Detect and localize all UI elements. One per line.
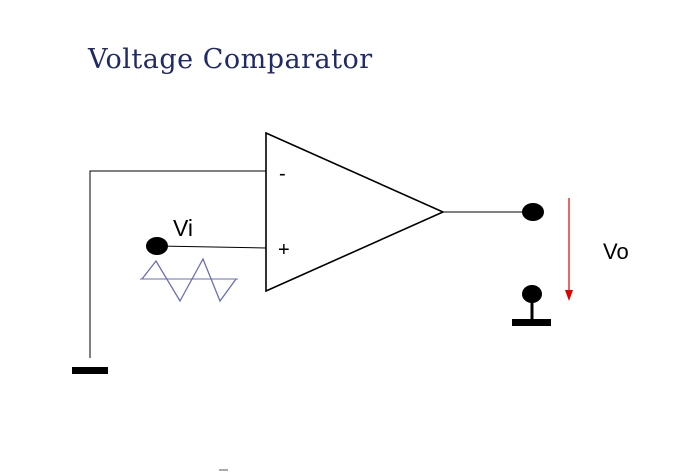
triangle-wave-icon bbox=[140, 257, 238, 303]
ground-symbol-left bbox=[72, 367, 108, 374]
plus-label: + bbox=[278, 239, 290, 261]
diagram-title: Voltage Comparator bbox=[88, 44, 373, 75]
vi-label: Vi bbox=[173, 215, 193, 241]
non-inverting-input-wire bbox=[157, 245, 267, 249]
input-terminal-icon bbox=[146, 237, 168, 255]
inverting-input-wire bbox=[89, 170, 266, 358]
op-amp-triangle bbox=[265, 131, 445, 293]
output-terminal-icon bbox=[522, 203, 544, 221]
voltage-arrow-icon bbox=[565, 198, 573, 301]
minus-label: - bbox=[279, 163, 286, 185]
output-ground-terminal-icon bbox=[522, 285, 542, 303]
ground-symbol-right bbox=[512, 319, 551, 326]
vo-label: Vo bbox=[603, 239, 629, 264]
